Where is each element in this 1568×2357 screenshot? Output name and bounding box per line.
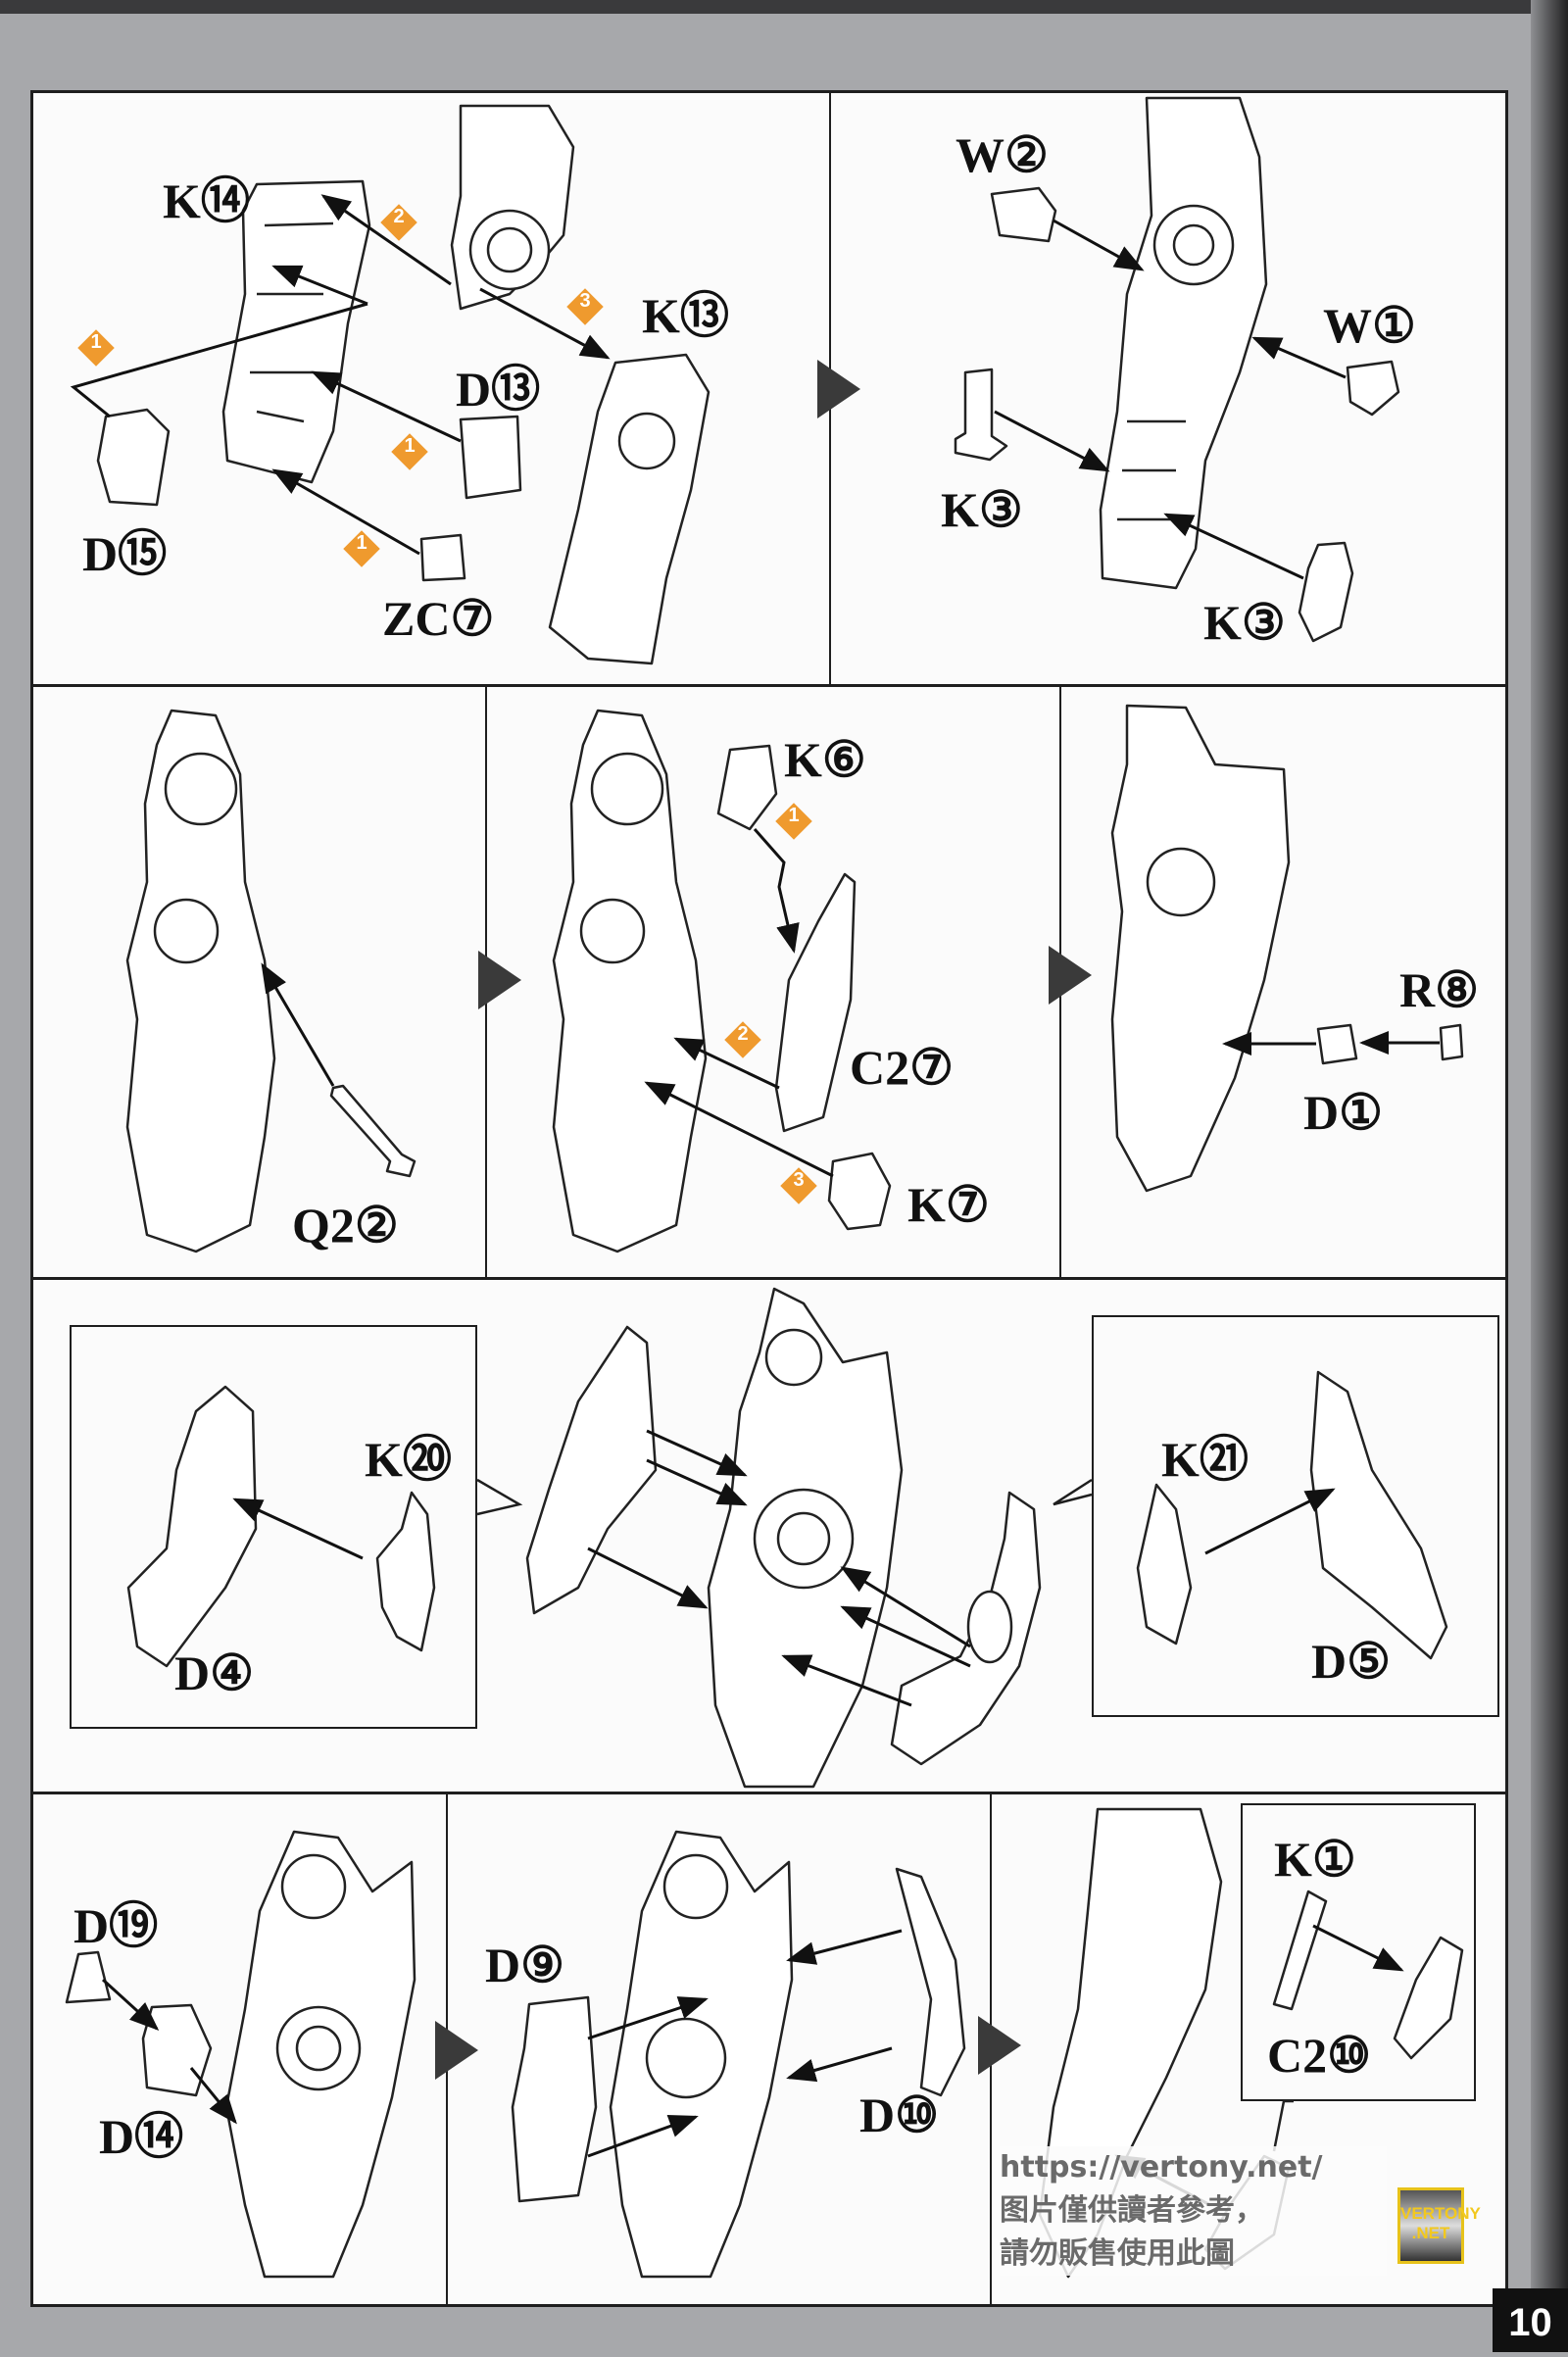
part-label-k3: K③	[1203, 595, 1286, 650]
part-assembled-arm	[1099, 96, 1268, 590]
part-label-d10: D⑩	[859, 2087, 939, 2142]
part-label-k21: K㉑	[1161, 1432, 1249, 1487]
order-badge-number: 1	[404, 435, 416, 457]
part-c2-7	[774, 872, 857, 1133]
part-k13	[548, 353, 710, 665]
next-step-arrow-icon	[478, 951, 521, 1009]
part-label-d4: D④	[174, 1645, 254, 1700]
part-arm-step9	[1038, 1807, 1223, 2279]
part-d13	[459, 415, 522, 500]
page-top-edge	[0, 0, 1568, 14]
part-label-d5: D⑤	[1311, 1634, 1391, 1689]
part-label-k1: K①	[1274, 1832, 1356, 1887]
part-q2-pin	[329, 1084, 416, 1178]
part-d15	[96, 408, 171, 507]
order-badge: 3	[566, 288, 604, 325]
part-k3-pin	[954, 368, 1008, 462]
part-shoulder-armor-left	[525, 1325, 658, 1615]
detail-inset-right	[1092, 1315, 1499, 1717]
part-d10	[895, 1867, 966, 2097]
next-step-arrow-icon	[435, 2021, 478, 2080]
next-step-arrow-icon	[817, 360, 860, 418]
part-r8	[1439, 1023, 1464, 1061]
part-c2-10-bottom	[1203, 2154, 1291, 2271]
order-badge-number: 3	[579, 290, 591, 312]
order-badge: 2	[724, 1021, 761, 1058]
part-d5	[1309, 1370, 1448, 1660]
part-k20	[375, 1491, 436, 1652]
detail-inset-k1	[1241, 1803, 1476, 2101]
part-label-d14: D⑭	[99, 2109, 184, 2164]
order-badge: 1	[343, 530, 380, 567]
part-k1-pin	[1272, 1890, 1328, 2011]
part-label-k7: K⑦	[907, 1177, 990, 1232]
part-label-k6: K⑥	[784, 732, 866, 787]
part-label-zc7: ZC⑦	[382, 591, 495, 646]
part-label-k3: K③	[941, 482, 1023, 537]
part-label-c2-7: C2⑦	[850, 1040, 954, 1095]
part-label-d15: D⑮	[82, 526, 168, 581]
part-k3-lower	[1298, 541, 1354, 643]
order-badge: 1	[77, 329, 115, 367]
page-spine-edge	[1531, 0, 1568, 2352]
part-w1	[1346, 360, 1400, 417]
logo-text: VERTONY	[1400, 2204, 1481, 2223]
part-label-d9: D⑨	[485, 1938, 564, 1992]
part-arm-step3	[125, 709, 276, 1253]
assembly-arrows	[70, 194, 1440, 2207]
part-d9	[511, 1995, 598, 2203]
part-label-r8: R⑧	[1399, 962, 1479, 1017]
order-badge: 1	[391, 433, 428, 470]
part-label-k14: K⑭	[163, 173, 250, 228]
part-arm-step5	[1110, 704, 1291, 1193]
row-divider	[30, 684, 1508, 687]
part-d4	[126, 1385, 258, 1668]
row-divider	[30, 1792, 1508, 1794]
part-d14	[141, 2003, 213, 2097]
order-badge-number: 2	[393, 206, 405, 227]
part-k7	[827, 1152, 892, 1231]
order-badge-number: 1	[788, 805, 800, 826]
part-label-k13: K⑬	[642, 288, 729, 343]
part-d1	[1316, 1023, 1358, 1065]
part-crescent-armor	[890, 1491, 1042, 1766]
part-d19	[65, 1950, 112, 2004]
part-k21	[1136, 1483, 1193, 1645]
part-zc7	[419, 533, 466, 582]
part-label-w1: W①	[1323, 298, 1416, 353]
callout-pointer	[476, 1478, 523, 1516]
next-step-arrow-icon	[1049, 946, 1092, 1005]
part-label-w2: W②	[956, 127, 1049, 182]
next-step-arrow-icon	[978, 2016, 1021, 2075]
vertony-logo: VERTONY .NET	[1397, 2187, 1481, 2264]
part-k14	[221, 179, 371, 484]
order-badge-number: 3	[793, 1169, 805, 1191]
callout-pointer	[1053, 1478, 1093, 1506]
part-label-d19: D⑲	[74, 1898, 159, 1953]
logo-text: .NET	[1411, 2224, 1450, 2242]
page-number: 10	[1493, 2288, 1568, 2352]
row-divider	[30, 1277, 1508, 1280]
part-k6	[716, 744, 778, 831]
part-label-d1: D①	[1303, 1085, 1383, 1140]
order-badge-number: 2	[737, 1023, 749, 1045]
order-badge: 1	[775, 803, 812, 840]
part-label-q2-2: Q2②	[292, 1198, 399, 1252]
part-label-c2-10: C2⑩	[1267, 2028, 1371, 2083]
part-label-k20: K⑳	[365, 1432, 452, 1487]
detail-inset-left	[70, 1325, 477, 1729]
order-badge-number: 1	[90, 331, 102, 353]
part-arm-step4	[552, 709, 708, 1253]
part-w2	[990, 186, 1057, 243]
order-badge: 2	[380, 204, 417, 241]
part-label-d13: D⑬	[456, 362, 541, 417]
order-badge: 3	[780, 1167, 817, 1204]
order-badge-number: 1	[356, 532, 368, 554]
part-c2-10-top	[1393, 1936, 1464, 2060]
